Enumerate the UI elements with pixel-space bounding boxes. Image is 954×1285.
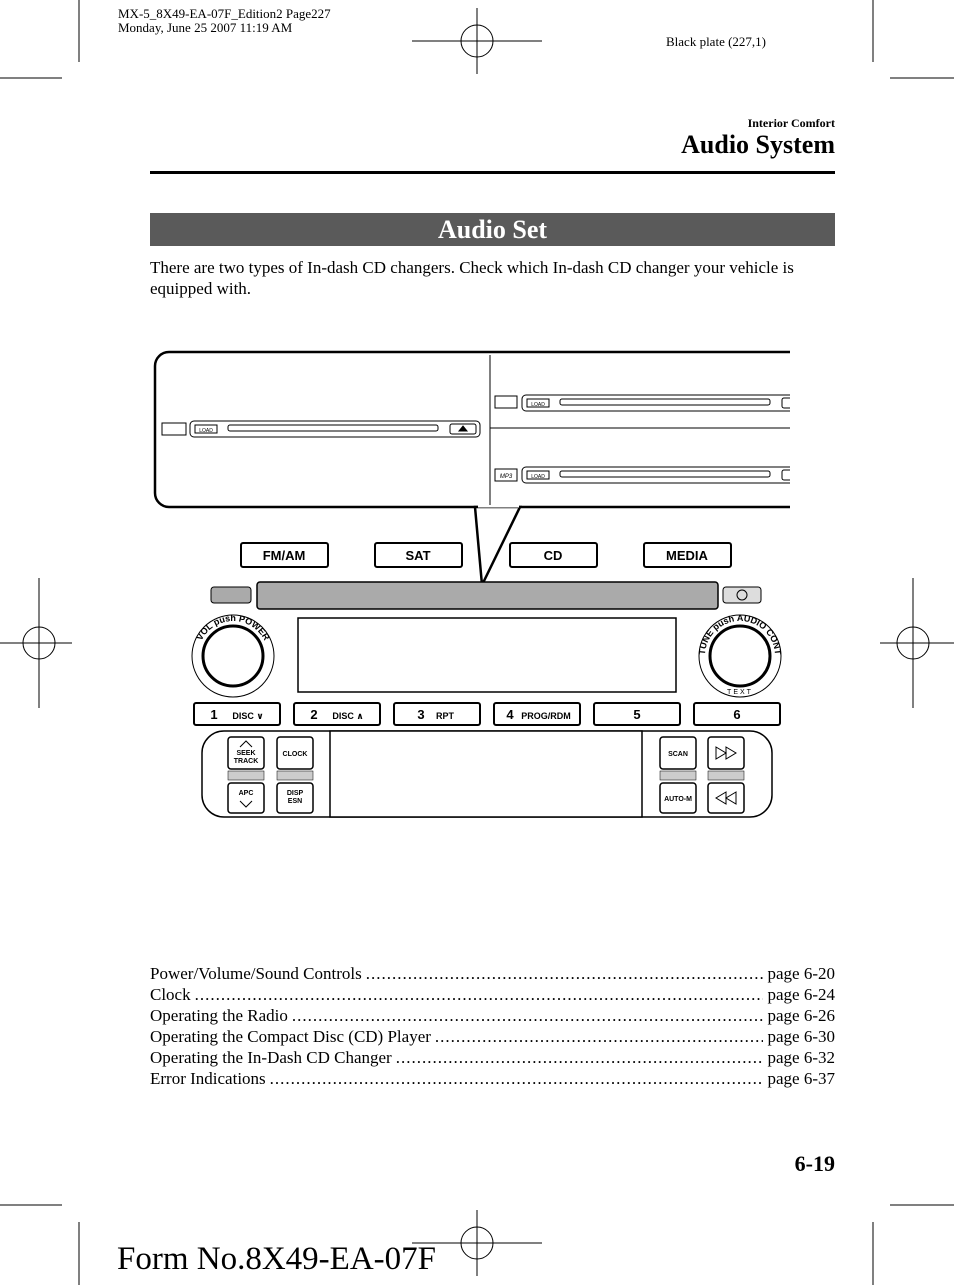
svg-text:FM/AM: FM/AM [263, 548, 306, 563]
sat-button[interactable]: SAT [374, 542, 463, 568]
fm-am-button[interactable]: FM/AM [240, 542, 329, 568]
preset-5-button[interactable]: 5 [593, 702, 681, 726]
intro-paragraph: There are two types of In-dash CD change… [150, 258, 794, 298]
list-item-page: page 6-30 [767, 1027, 835, 1046]
cd-slot-strip [210, 581, 762, 610]
svg-text:4: 4 [506, 707, 514, 722]
svg-text:2: 2 [310, 707, 317, 722]
list-item-page: page 6-26 [767, 1006, 835, 1025]
svg-text:AUTO-M: AUTO-M [664, 796, 692, 803]
cd-button[interactable]: CD [509, 542, 598, 568]
list-item[interactable]: Operating the In-Dash CD Changer page 6-3… [150, 1047, 835, 1068]
svg-text:6: 6 [733, 707, 740, 722]
list-item-page: page 6-37 [767, 1069, 835, 1088]
rewind-button[interactable] [707, 782, 745, 814]
heading-bar: Audio Set [150, 213, 835, 246]
preset-6-button[interactable]: 6 [693, 702, 781, 726]
svg-text:CD: CD [544, 548, 563, 563]
print-date-line: Monday, June 25 2007 11:19 AM [118, 20, 293, 35]
clock-button[interactable]: CLOCK [276, 736, 314, 770]
preset-4-button[interactable]: 4 PROG/RDM [493, 702, 581, 726]
svg-text:MEDIA: MEDIA [666, 548, 709, 563]
section-label: Interior Comfort [747, 116, 835, 130]
preset-1-button[interactable]: 1 DISC ∨ [193, 702, 281, 726]
media-button[interactable]: MEDIA [643, 542, 732, 568]
svg-text:SEEK: SEEK [236, 750, 255, 757]
print-file-line: MX-5_8X49-EA-07F_Edition2 Page227 [118, 6, 331, 21]
list-item[interactable]: Clock page 6-24 [150, 984, 835, 1005]
list-item-label: Operating the Compact Disc (CD) Player [150, 1027, 431, 1046]
list-item[interactable]: Operating the Compact Disc (CD) Player pa… [150, 1026, 835, 1047]
list-item-label: Operating the In-Dash CD Changer [150, 1048, 392, 1067]
fast-forward-button[interactable] [707, 736, 745, 770]
svg-text:CLOCK: CLOCK [283, 751, 308, 758]
page-number: 6-19 [794, 1151, 835, 1176]
disp-esn-button[interactable]: DISP ESN [276, 782, 314, 814]
svg-text:DISC ∧: DISC ∧ [332, 711, 363, 721]
svg-text:LOAD: LOAD [531, 402, 545, 408]
print-metadata: MX-5_8X49-EA-07F_Edition2 Page227 Monday… [118, 7, 331, 35]
list-item-label: Power/Volume/Sound Controls [150, 964, 362, 983]
svg-text:SCAN: SCAN [668, 751, 688, 758]
svg-text:5: 5 [633, 707, 640, 722]
changer-slot-type-1: LOAD [494, 394, 790, 412]
scan-button[interactable]: SCAN [659, 736, 697, 770]
lower-control-panel [201, 730, 773, 818]
list-item[interactable]: Power/Volume/Sound Controls page 6-20 [150, 963, 835, 984]
list-item-page: page 6-24 [767, 985, 835, 1004]
preset-2-button[interactable]: 2 DISC ∧ [293, 702, 381, 726]
auto-m-button[interactable]: AUTO-M [659, 782, 697, 814]
svg-text:DISC ∨: DISC ∨ [232, 711, 263, 721]
svg-text:3: 3 [417, 707, 424, 722]
list-item-label: Operating the Radio [150, 1006, 288, 1025]
svg-text:APC: APC [239, 790, 254, 797]
list-item[interactable]: Operating the Radio page 6-26 [150, 1005, 835, 1026]
reference-list: Power/Volume/Sound Controls page 6-20 Clo… [150, 963, 835, 1089]
form-number: Form No.8X49-EA-07F [117, 1241, 436, 1277]
plate-label: Black plate (227,1) [666, 34, 766, 49]
list-item-label: Clock [150, 985, 191, 1004]
svg-text:RPT: RPT [436, 711, 455, 721]
seek-track-button[interactable]: SEEK TRACK [227, 736, 265, 770]
svg-text:DISP: DISP [287, 790, 304, 797]
svg-text:LOAD: LOAD [531, 474, 545, 480]
page-title: Audio System [681, 130, 835, 159]
svg-text:ESN: ESN [288, 798, 302, 805]
title-rule [150, 171, 835, 174]
preset-3-button[interactable]: 3 RPT [393, 702, 481, 726]
svg-text:PROG/RDM: PROG/RDM [521, 711, 571, 721]
list-item-page: page 6-20 [767, 964, 835, 983]
svg-text:TRACK: TRACK [234, 758, 259, 765]
svg-text:TEXT: TEXT [727, 689, 753, 696]
changer-slot-type-2: MP3 LOAD [494, 466, 790, 484]
list-item-label: Error Indications [150, 1069, 266, 1088]
apc-button[interactable]: APC [227, 782, 265, 814]
svg-text:SAT: SAT [405, 548, 430, 563]
svg-text:1: 1 [210, 707, 217, 722]
single-cd-slot: LOAD [161, 420, 481, 438]
list-item-page: page 6-32 [767, 1048, 835, 1067]
svg-text:MP3: MP3 [500, 474, 513, 480]
display-screen [297, 617, 677, 693]
svg-text:LOAD: LOAD [199, 428, 213, 434]
list-item[interactable]: Error Indications page 6-37 [150, 1068, 835, 1089]
tune-knob[interactable]: TUNE push AUDIO CONT TEXT [697, 613, 783, 698]
volume-knob[interactable]: VOL push POWER [191, 613, 275, 698]
audio-unit-figure: LOAD LOAD MP3 LOAD FM/AM SAT [153, 350, 790, 818]
